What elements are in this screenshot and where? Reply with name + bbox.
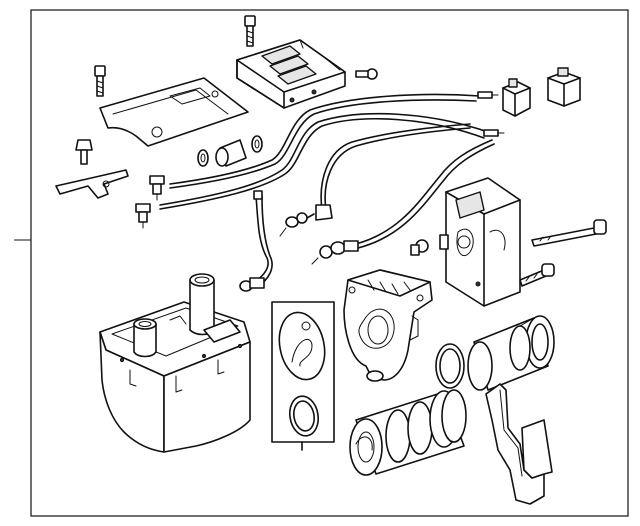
- bolt-bracket[interactable]: [75, 139, 93, 165]
- exhaust-pipe[interactable]: [349, 389, 467, 476]
- control-unit[interactable]: [236, 39, 346, 109]
- bracket[interactable]: [55, 169, 129, 199]
- combustion-pipe[interactable]: [467, 315, 555, 391]
- connector-block-right[interactable]: [547, 67, 581, 107]
- long-bolt[interactable]: [531, 219, 607, 247]
- cover-plate[interactable]: [99, 77, 249, 147]
- sensor-upper[interactable]: [149, 175, 165, 201]
- fuel-line-upper[interactable]: [279, 123, 471, 237]
- grommet-left[interactable]: [197, 149, 209, 167]
- connector-block-left[interactable]: [502, 78, 531, 117]
- nut-center[interactable]: [410, 239, 429, 256]
- fuel-line-lower[interactable]: [311, 139, 495, 265]
- glow-pin[interactable]: [239, 190, 273, 292]
- fan-housing[interactable]: [439, 177, 521, 307]
- burner-flange[interactable]: [343, 269, 433, 382]
- sleeve[interactable]: [215, 139, 247, 167]
- heat-shield[interactable]: [485, 383, 553, 505]
- sensor-lower[interactable]: [135, 203, 151, 229]
- screw-control-side[interactable]: [355, 68, 378, 80]
- screw-top-control[interactable]: [244, 15, 256, 47]
- o-ring[interactable]: [435, 343, 465, 389]
- gasket-kit[interactable]: [271, 301, 335, 451]
- wiring-harness[interactable]: [159, 91, 505, 210]
- diagram-frame: [30, 9, 629, 517]
- screw-cover-plate[interactable]: [94, 65, 106, 97]
- grommet-right[interactable]: [251, 135, 263, 153]
- short-bolt[interactable]: [519, 263, 555, 287]
- heater-housing[interactable]: [99, 273, 251, 453]
